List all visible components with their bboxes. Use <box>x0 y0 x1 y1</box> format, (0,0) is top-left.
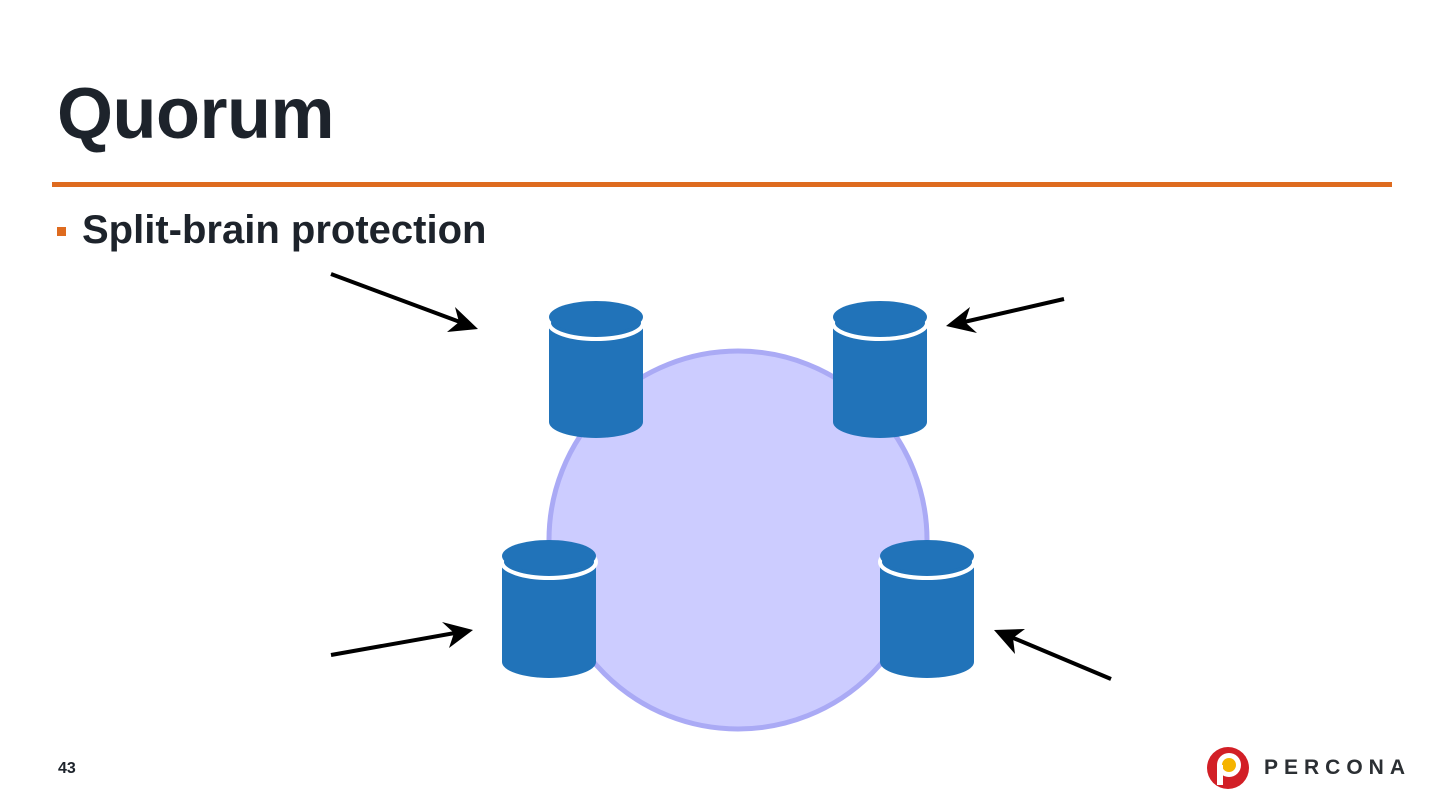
percona-logo: PERCONA <box>1206 744 1411 792</box>
bullet-square-icon <box>57 226 66 236</box>
page-number: 43 <box>58 760 76 777</box>
arrow-bottom-right <box>994 629 1112 681</box>
slide-title: Quorum <box>57 74 334 154</box>
percona-logo-icon <box>1207 747 1249 789</box>
database-icon <box>831 301 929 438</box>
bullet-text: Split-brain protection <box>82 208 487 252</box>
database-icon <box>547 301 645 438</box>
arrow-top-left <box>330 272 478 332</box>
arrow-top-right <box>946 297 1065 333</box>
database-icon <box>878 540 976 678</box>
title-divider <box>52 182 1392 187</box>
arrow-bottom-left <box>330 622 473 657</box>
database-icon <box>500 540 598 678</box>
percona-wordmark: PERCONA <box>1264 756 1412 779</box>
bullet-item: Split-brain protection <box>57 206 486 254</box>
